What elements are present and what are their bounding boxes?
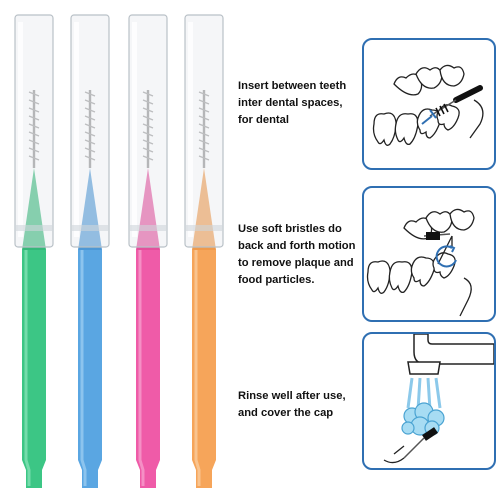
step-2-line: Use soft bristles do [238,223,342,235]
step-2-line: food particles. [238,274,315,286]
step-2-line: back and forth motion [238,240,356,252]
brush-green [12,0,56,500]
teeth-back-forth-brush-icon [366,208,475,317]
step-1-instructions: Insert between teeth inter dental spaces… [238,78,363,129]
interdental-brush-pink-icon [128,14,168,488]
step-3-line: Rinse well after use, [238,390,346,402]
step-2-illustration-panel [362,186,496,322]
brush-orange [182,0,226,500]
step-3-instructions: Rinse well after use, and cover the cap [238,388,363,422]
step-3-illustration-panel [362,332,496,470]
step-2-line: to remove plaque and [238,257,354,269]
step-2-instructions: Use soft bristles do back and forth moti… [238,221,363,289]
step-1-line: Insert between teeth [238,80,347,92]
interdental-brush-green-icon [14,14,54,488]
interdental-brush-orange-icon [184,14,224,488]
teeth-insert-brush-icon [372,64,484,146]
step-1-line: inter dental spaces, [238,97,343,109]
brush-pink [126,0,170,500]
step-1-line: for dental [238,114,289,126]
brush-blue [68,0,112,500]
step-3-line: and cover the cap [238,407,334,419]
faucet-rinse-brush-icon [383,334,494,464]
brush-product-group [0,0,240,500]
interdental-brush-blue-icon [70,14,110,488]
step-1-illustration-panel [362,38,496,170]
